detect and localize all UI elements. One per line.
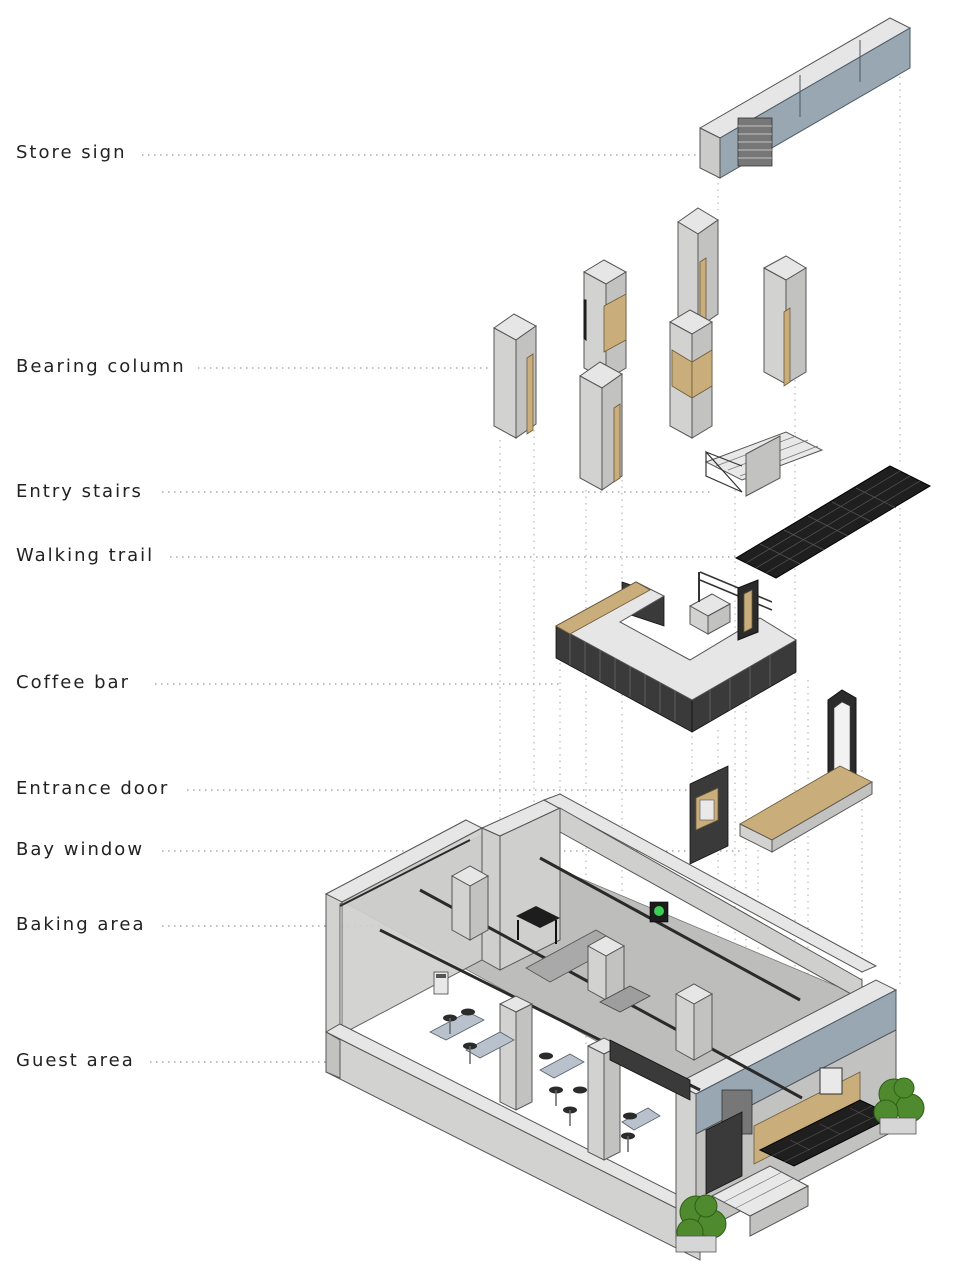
label-entrance-door: Entrance door (16, 778, 170, 799)
entry-stairs-component (704, 431, 824, 497)
column-3 (579, 361, 623, 491)
plant-right (873, 1077, 925, 1135)
label-entry-stairs: Entry stairs (16, 481, 143, 502)
column-2 (582, 259, 628, 381)
label-bearing-column: Bearing column (16, 356, 186, 377)
walking-trail-component (734, 465, 932, 579)
label-bay-window: Bay window (16, 839, 145, 860)
entrance-door-component (689, 765, 729, 865)
column-6 (762, 255, 807, 387)
bearing-columns (493, 207, 807, 491)
bay-window-component (739, 689, 873, 853)
label-guest-area: Guest area (16, 1050, 135, 1071)
interior (339, 839, 803, 1161)
label-walking-trail: Walking trail (16, 545, 155, 566)
label-store-sign: Store sign (16, 142, 127, 163)
label-coffee-bar: Coffee bar (16, 672, 130, 693)
column-4 (677, 207, 719, 329)
coffee-bar-component (554, 571, 797, 733)
plants (675, 1077, 925, 1253)
plant-left (675, 1194, 727, 1253)
label-baking-area: Baking area (16, 914, 146, 935)
column-1 (493, 313, 537, 439)
building-shell (324, 793, 898, 1261)
store-sign-component (698, 17, 912, 179)
column-5 (668, 309, 714, 439)
